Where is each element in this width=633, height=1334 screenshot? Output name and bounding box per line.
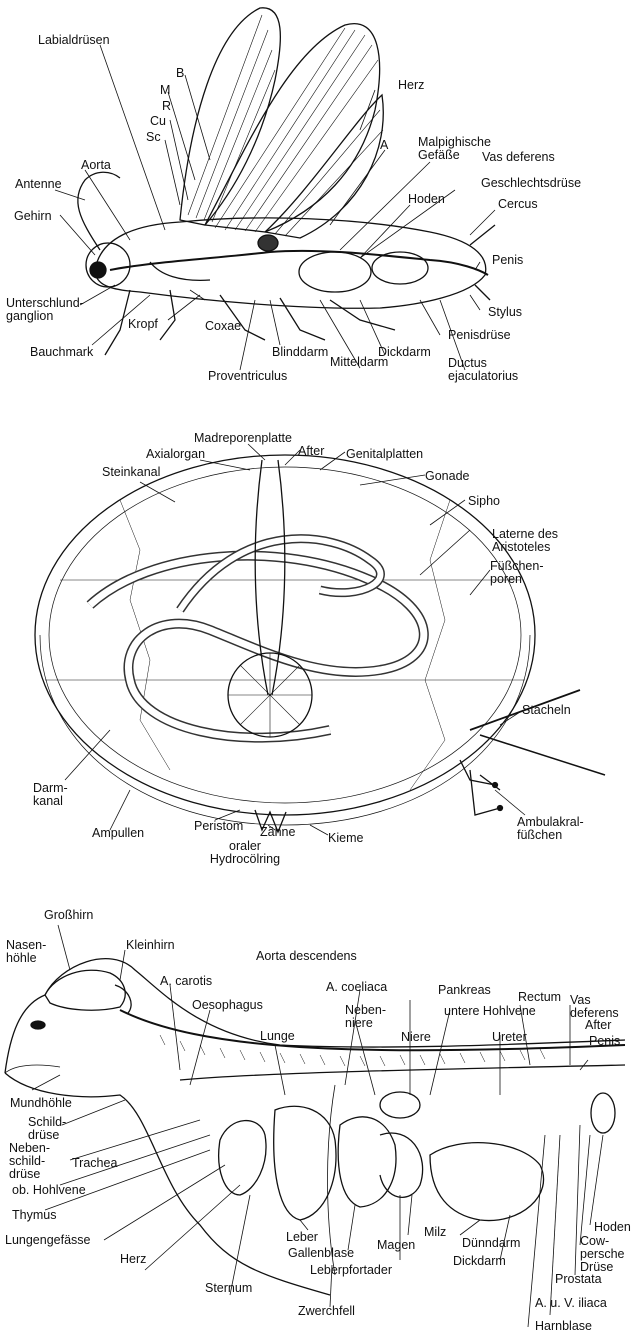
label-ambulakralfuesschen: Ambulakral- füßchen [517, 816, 584, 842]
label-peristom: Peristom [194, 820, 243, 833]
label-madreporenplatte: Madreporenplatte [194, 432, 292, 445]
label-nasenhoehle: Nasen- höhle [6, 939, 46, 965]
label-pankreas: Pankreas [438, 984, 491, 997]
label-a-carotis: A. carotis [160, 975, 212, 988]
insect-illustration [0, 0, 633, 395]
mammal-panel: Großhirn Nasen- höhle Kleinhirn Aorta de… [0, 895, 633, 1334]
label-vas-deferens: Vas deferens [482, 151, 555, 164]
label-cercus: Cercus [498, 198, 538, 211]
label-zaehne: Zähne [260, 826, 295, 839]
label-genitalplatten: Genitalplatten [346, 448, 423, 461]
insect-panel: Labialdrüsen B M R Cu Sc Herz A Malpighi… [0, 0, 633, 395]
label-labialdruesen: Labialdrüsen [38, 34, 110, 47]
label-lungengefaesse: Lungengefässe [5, 1234, 91, 1247]
label-leberpfortader: Leberpfortader [310, 1264, 392, 1277]
label-kleinhirn: Kleinhirn [126, 939, 175, 952]
label-wing-sc: Sc [146, 131, 161, 144]
urchin-illustration [0, 430, 633, 870]
label-cowpersche-druese: Cow- persche Drüse [580, 1235, 624, 1274]
label-trachea: Trachea [72, 1157, 117, 1170]
urchin-panel: Madreporenplatte Axialorgan After Genita… [0, 430, 633, 870]
label-vas-deferens: Vas deferens [570, 994, 619, 1020]
label-lunge: Lunge [260, 1030, 295, 1043]
label-nebenniere: Neben- niere [345, 1004, 386, 1030]
forewing [180, 8, 280, 225]
label-magen: Magen [377, 1239, 415, 1252]
label-a-coeliaca: A. coeliaca [326, 981, 387, 994]
label-gonade: Gonade [425, 470, 469, 483]
label-coxae: Coxae [205, 320, 241, 333]
label-penis: Penis [589, 1035, 620, 1048]
label-schilddruese: Schild- drüse [28, 1116, 66, 1142]
label-dickdarm: Dickdarm [453, 1255, 506, 1268]
label-aorta-descendens: Aorta descendens [256, 950, 357, 963]
label-sternum: Sternum [205, 1282, 252, 1295]
label-penis: Penis [492, 254, 523, 267]
label-hoden: Hoden [408, 193, 445, 206]
label-malpighische: Malpighische Gefäße [418, 136, 491, 162]
label-after: After [585, 1019, 611, 1032]
label-geschlechtsdruese: Geschlechtsdrüse [481, 177, 581, 190]
label-mundhoehle: Mundhöhle [10, 1097, 72, 1110]
label-oesophagus: Oesophagus [192, 999, 263, 1012]
label-ureter: Ureter [492, 1031, 527, 1044]
label-leber: Leber [286, 1231, 318, 1244]
label-mitteldarm: Mitteldarm [330, 356, 388, 369]
label-stylus: Stylus [488, 306, 522, 319]
label-after: After [298, 445, 324, 458]
label-hoden: Hoden [594, 1221, 631, 1234]
label-wing-b: B [176, 67, 184, 80]
label-zwerchfell: Zwerchfell [298, 1305, 355, 1318]
label-axialorgan: Axialorgan [146, 448, 205, 461]
label-steinkanal: Steinkanal [102, 466, 160, 479]
label-thymus: Thymus [12, 1209, 56, 1222]
label-gehirn: Gehirn [14, 210, 52, 223]
label-unterschlundganglion: Unterschlund- ganglion [6, 297, 84, 323]
label-kieme: Kieme [328, 832, 363, 845]
label-sipho: Sipho [468, 495, 500, 508]
label-iliaca: A. u. V. iliaca [535, 1297, 607, 1310]
label-ampullen: Ampullen [92, 827, 144, 840]
label-rectum: Rectum [518, 991, 561, 1004]
label-antenne: Antenne [15, 178, 62, 191]
label-hydrocoelring: oraler Hydrocölring [195, 840, 295, 866]
label-grosshirn: Großhirn [44, 909, 93, 922]
label-penisdruese: Penisdrüse [448, 329, 511, 342]
label-bauchmark: Bauchmark [30, 346, 93, 359]
label-ductus: Ductus ejaculatorius [448, 357, 518, 383]
label-kropf: Kropf [128, 318, 158, 331]
label-gallenblase: Gallenblase [288, 1247, 354, 1260]
label-duenndarm: Dünndarm [462, 1237, 520, 1250]
label-darmkanal: Darm- kanal [33, 782, 68, 808]
label-wing-r: R [162, 100, 171, 113]
label-laterne: Laterne des Aristoteles [492, 528, 558, 554]
label-herz: Herz [398, 79, 424, 92]
label-wing-m: M [160, 84, 170, 97]
label-wing-a: A [380, 139, 388, 152]
label-aorta: Aorta [81, 159, 111, 172]
label-herz: Herz [120, 1253, 146, 1266]
label-fuesschenporen: Füßchen- poren [490, 560, 544, 586]
label-untere-hohlvene: untere Hohlvene [444, 1005, 536, 1018]
brain-mark [90, 262, 106, 278]
label-prostata: Prostata [555, 1273, 602, 1286]
label-nebenschilddruese: Neben- schild- drüse [9, 1142, 50, 1181]
label-stacheln: Stacheln [522, 704, 571, 717]
label-niere: Niere [401, 1031, 431, 1044]
label-wing-cu: Cu [150, 115, 166, 128]
label-harnblase: Harnblase [535, 1320, 592, 1333]
label-ob-hohlvene: ob. Hohlvene [12, 1184, 86, 1197]
label-proventriculus: Proventriculus [208, 370, 287, 383]
label-blinddarm: Blinddarm [272, 346, 328, 359]
label-milz: Milz [424, 1226, 446, 1239]
